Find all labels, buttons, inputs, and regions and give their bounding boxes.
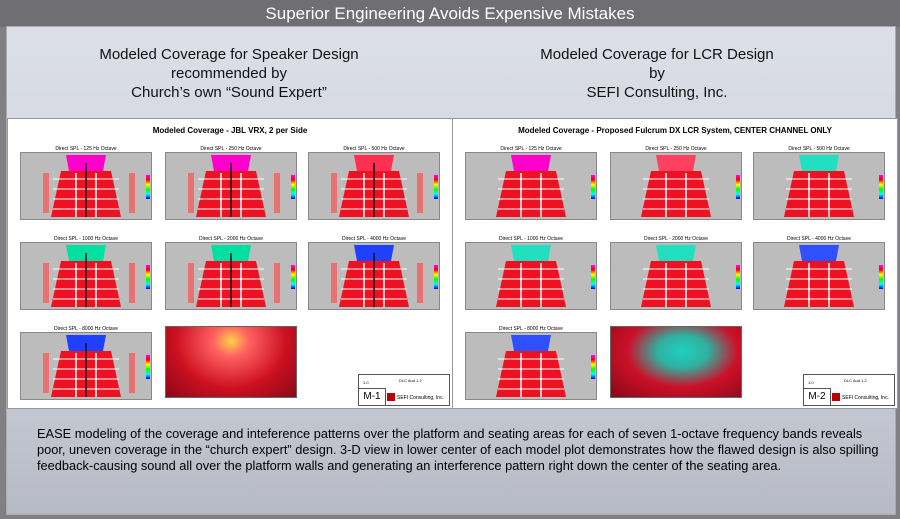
right-spl-plot: Direct SPL - 1000 Hz Octave [465, 236, 597, 310]
left-plot-image [165, 152, 297, 220]
title-block-firm: SEFI Consulting, Inc. [397, 395, 444, 401]
left-spl-plot: Direct SPL - 1000 Hz Octave [20, 236, 152, 310]
left-plot-image [308, 242, 440, 310]
left-plot-image [20, 152, 152, 220]
right-heading-line-2: by [649, 65, 665, 82]
color-scale-legend [879, 175, 883, 199]
color-scale-legend [146, 265, 150, 289]
right-plot-image [753, 242, 885, 310]
right-heading-line-3: SEFI Consulting, Inc. [586, 84, 728, 101]
content-panel: Modeled Coverage for Speaker Design reco… [6, 26, 898, 515]
left-spl-plot: Direct SPL - 8000 Hz Octave [20, 326, 152, 400]
right-spl-plot: Direct SPL - 2000 Hz Octave [610, 236, 742, 310]
title-block-version: 1.0 [808, 380, 814, 385]
right-spl-plot: Direct SPL - 500 Hz Octave [753, 146, 885, 220]
left-plot-image [308, 152, 440, 220]
left-plot-label: Direct SPL - 4000 Hz Octave [341, 236, 406, 242]
right-plot-image [610, 242, 742, 310]
left-heading-line-1: Modeled Coverage for Speaker Design [99, 46, 359, 63]
right-plot-label: Direct SPL - 500 Hz Octave [788, 146, 850, 152]
left-spl-plot: Direct SPL - 500 Hz Octave [308, 146, 440, 220]
left-plot-image [20, 332, 152, 400]
right-sheet-title: Modeled Coverage - Proposed Fulcrum DX L… [518, 126, 832, 135]
color-scale-legend [736, 265, 740, 289]
right-plot-image [753, 152, 885, 220]
right-plot-label: Direct SPL - 125 Hz Octave [500, 146, 562, 152]
right-plot-image [465, 332, 597, 400]
left-plot-image [20, 242, 152, 310]
right-plot-image [610, 152, 742, 220]
right-spl-plot: Direct SPL - 8000 Hz Octave [465, 326, 597, 400]
left-spl-plot: Direct SPL - 4000 Hz Octave [308, 236, 440, 310]
left-spl-plot: Direct SPL - 250 Hz Octave [165, 146, 297, 220]
right-coverage-sheet: Modeled Coverage - Proposed Fulcrum DX L… [452, 118, 898, 409]
color-scale-legend [879, 265, 883, 289]
title-block-firm: SEFI Consulting, Inc. [842, 395, 889, 401]
left-plot-label: Direct SPL - 2000 Hz Octave [198, 236, 263, 242]
right-spl-plot: Direct SPL - 4000 Hz Octave [753, 236, 885, 310]
color-scale-legend [736, 175, 740, 199]
title-block-sheet-number: M-2 [804, 388, 831, 405]
right-plot-image [465, 242, 597, 310]
left-heading-line-2: recommended by [171, 65, 287, 82]
right-plot-label: Direct SPL - 250 Hz Octave [645, 146, 707, 152]
color-scale-legend [146, 175, 150, 199]
left-spl-plot: Direct SPL - 125 Hz Octave [20, 146, 152, 220]
right-spl-plot: Direct SPL - 250 Hz Octave [610, 146, 742, 220]
right-plot-label: Direct SPL - 1000 Hz Octave [498, 236, 563, 242]
title-block-version: 1.0 [363, 380, 369, 385]
firm-logo-icon [387, 393, 395, 401]
title-block-sheet-number: M-1 [359, 388, 386, 405]
left-coverage-sheet: Modeled Coverage - JBL VRX, 2 per Side D… [7, 118, 453, 409]
left-heading-line-3: Church’s own “Sound Expert” [131, 84, 327, 101]
color-scale-legend [434, 265, 438, 289]
color-scale-legend [146, 355, 150, 379]
description-text: EASE modeling of the coverage and intefe… [37, 426, 879, 473]
left-sheet-title: Modeled Coverage - JBL VRX, 2 per Side [152, 126, 308, 135]
right-3d-view [610, 326, 742, 398]
right-plot-label: Direct SPL - 8000 Hz Octave [498, 326, 563, 332]
right-heading: Modeled Coverage for LCR Design by SEFI … [447, 45, 867, 102]
left-heading: Modeled Coverage for Speaker Design reco… [19, 45, 439, 102]
title-block-project: DLC Aud 1.2 [844, 378, 867, 383]
color-scale-legend [434, 175, 438, 199]
title-block-project: DLC Aud 1.2 [399, 378, 422, 383]
right-plot-image [465, 152, 597, 220]
left-spl-plot: Direct SPL - 2000 Hz Octave [165, 236, 297, 310]
left-plot-label: Direct SPL - 500 Hz Octave [343, 146, 405, 152]
color-scale-legend [591, 355, 595, 379]
color-scale-legend [591, 265, 595, 289]
left-plot-label: Direct SPL - 1000 Hz Octave [53, 236, 118, 242]
color-scale-legend [291, 175, 295, 199]
left-plot-label: Direct SPL - 8000 Hz Octave [53, 326, 118, 332]
left-plot-label: Direct SPL - 125 Hz Octave [55, 146, 117, 152]
right-spl-plot: Direct SPL - 125 Hz Octave [465, 146, 597, 220]
page-title: Superior Engineering Avoids Expensive Mi… [0, 0, 900, 27]
left-plot-label: Direct SPL - 250 Hz Octave [200, 146, 262, 152]
right-heading-line-1: Modeled Coverage for LCR Design [540, 46, 774, 63]
color-scale-legend [291, 265, 295, 289]
color-scale-legend [591, 175, 595, 199]
firm-logo-icon [832, 393, 840, 401]
right-plot-label: Direct SPL - 2000 Hz Octave [643, 236, 708, 242]
left-plot-image [165, 242, 297, 310]
left-3d-view [165, 326, 297, 398]
right-plot-label: Direct SPL - 4000 Hz Octave [786, 236, 851, 242]
